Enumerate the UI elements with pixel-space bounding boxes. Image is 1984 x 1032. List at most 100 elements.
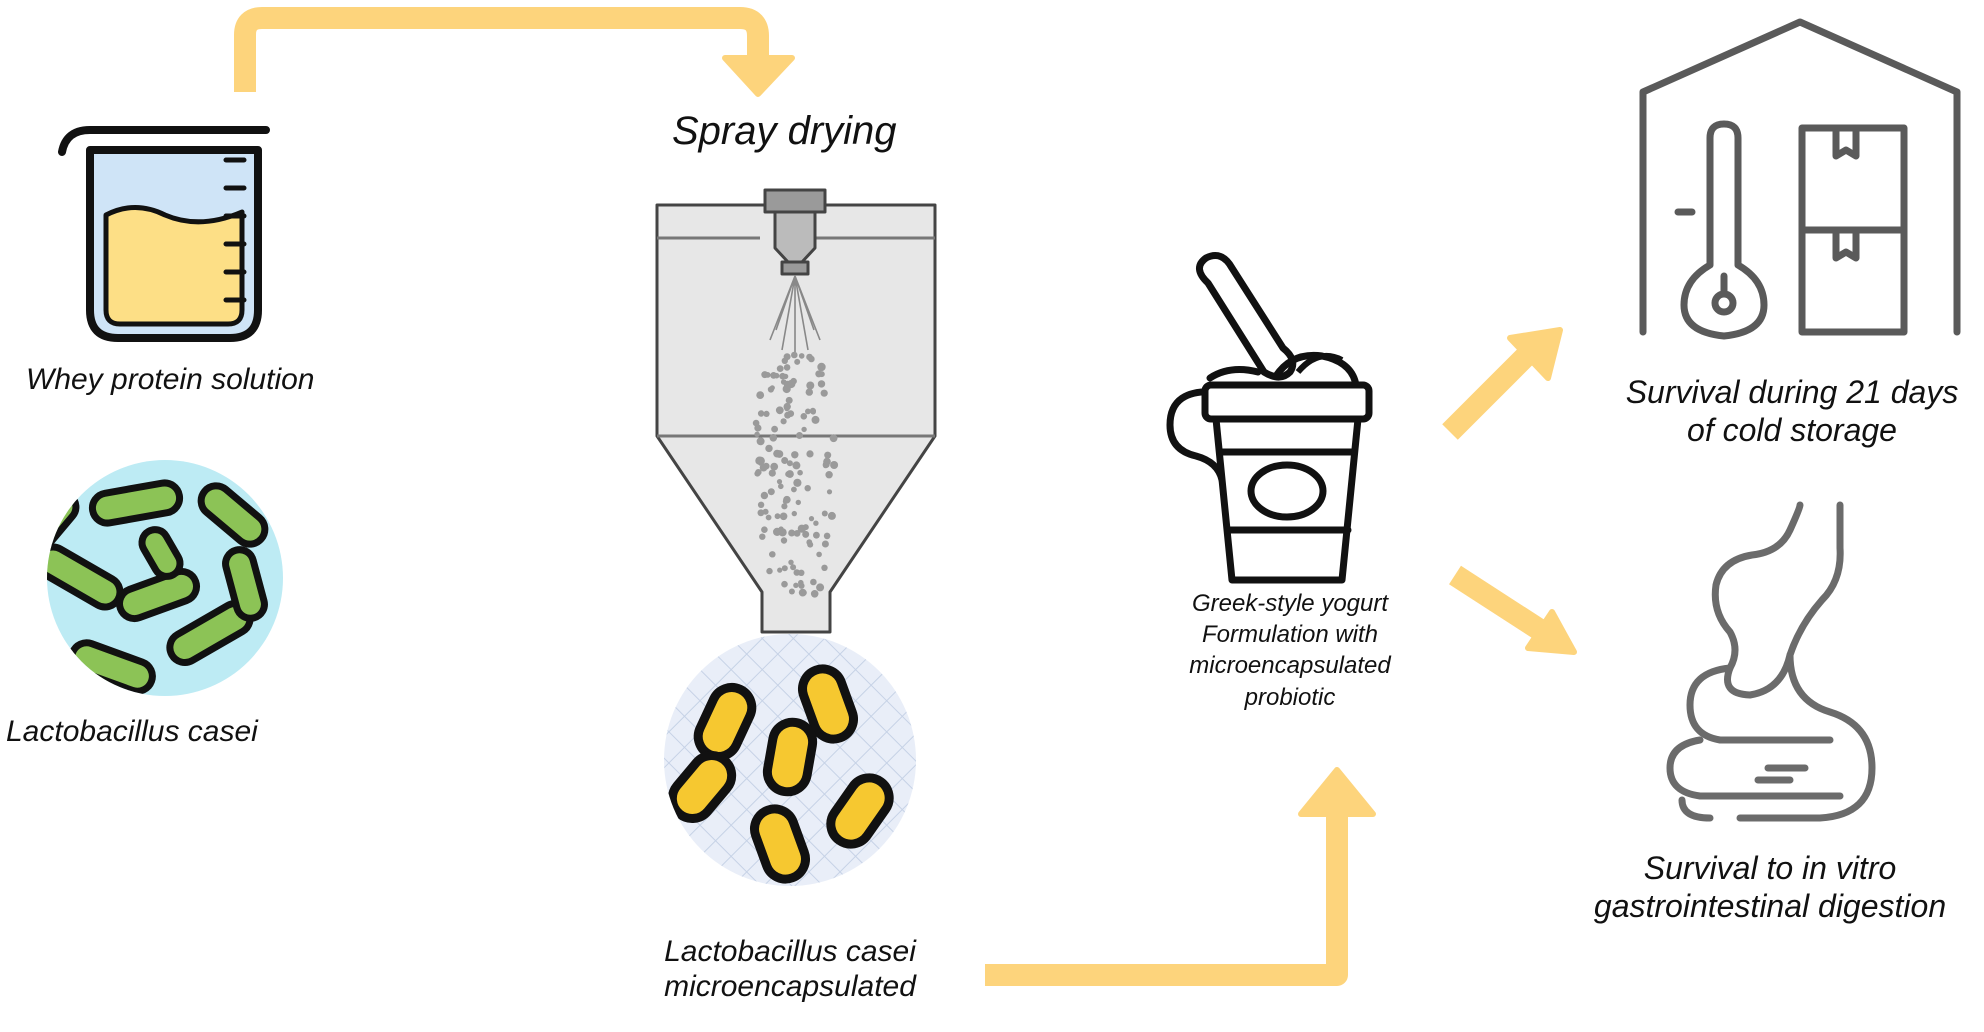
- digestion-label-line2: gastrointestinal digestion: [1593, 887, 1947, 924]
- powder-particle: [771, 425, 778, 433]
- powder-particle: [777, 567, 783, 573]
- spray-jets: [769, 275, 821, 352]
- powder-particle: [754, 431, 760, 437]
- powder-particle: [821, 510, 828, 517]
- powder-particle: [798, 569, 805, 576]
- powder-particle: [790, 377, 797, 385]
- powder-particle: [788, 559, 794, 565]
- yogurt-scoop-outline: [1295, 353, 1344, 374]
- powder-particle: [801, 426, 807, 433]
- powder-particle: [778, 526, 784, 532]
- powder-particles: [752, 351, 839, 598]
- powder-particle: [810, 578, 817, 586]
- powder-particle: [785, 396, 793, 404]
- powder-particle: [765, 514, 772, 521]
- powder-particle: [798, 579, 804, 586]
- powder-particle: [775, 406, 784, 415]
- cold-storage-icon: [1639, 18, 1961, 340]
- powder-particle: [783, 364, 791, 371]
- powder-particle: [816, 551, 822, 558]
- powder-particle: [797, 469, 803, 476]
- powder-particle: [781, 565, 788, 572]
- powder-particle: [820, 389, 828, 397]
- powder-particle: [822, 462, 829, 469]
- powder-particle: [782, 498, 789, 505]
- powder-particle: [793, 530, 801, 537]
- powder-particle: [813, 531, 820, 539]
- powder-particle: [756, 437, 765, 446]
- powder-particle: [791, 351, 798, 359]
- powder-particle: [806, 381, 815, 390]
- yogurt-formulation-label: Greek-style yogurt Formulation with micr…: [1150, 588, 1430, 713]
- powder-particle: [768, 469, 776, 477]
- powder-particle: [793, 582, 799, 588]
- powder-particle: [786, 460, 793, 467]
- powder-particle: [802, 530, 810, 538]
- beaker-icon: [58, 126, 270, 342]
- microencapsulated-label-line2: microencapsulated: [664, 970, 916, 1004]
- yogurt-label-line4: probiotic: [1244, 683, 1336, 711]
- powder-particle: [784, 405, 790, 412]
- powder-particle: [788, 588, 795, 595]
- whey-protein-label: Whey protein solution: [26, 363, 315, 396]
- powder-particle: [764, 372, 771, 378]
- powder-particle: [817, 380, 826, 388]
- powder-particle: [800, 413, 808, 420]
- powder-particle: [769, 551, 776, 558]
- powder-particle: [801, 589, 807, 596]
- lactobacillus-casei-label: Lactobacillus casei: [6, 715, 258, 748]
- powder-particle: [805, 408, 811, 415]
- powder-particle: [776, 365, 784, 372]
- powder-particle: [811, 415, 820, 424]
- powder-particle: [780, 379, 787, 385]
- powder-particle: [757, 509, 765, 517]
- powder-particle: [794, 358, 801, 365]
- powder-particle: [824, 451, 832, 459]
- powder-particle: [783, 353, 791, 361]
- powder-particle: [765, 444, 773, 453]
- powder-particle: [818, 371, 825, 378]
- powder-particle: [761, 526, 768, 533]
- powder-particle: [788, 529, 796, 537]
- stomach-icon: [1666, 501, 1876, 822]
- powder-particle: [792, 461, 801, 470]
- powder-particle: [778, 483, 784, 490]
- spray-drying-label: Spray drying: [672, 109, 897, 153]
- powder-particle: [756, 391, 765, 399]
- powder-particle: [813, 520, 819, 526]
- powder-particle: [786, 470, 794, 478]
- powder-particle: [759, 533, 766, 540]
- powder-particle: [791, 451, 799, 459]
- powder-particle: [755, 469, 762, 476]
- powder-particle: [823, 532, 831, 540]
- powder-particle: [816, 583, 825, 592]
- powder-particle: [762, 462, 770, 470]
- powder-particle: [784, 411, 791, 419]
- powder-particle: [774, 513, 781, 520]
- powder-particle: [821, 540, 829, 548]
- powder-particle: [760, 491, 769, 500]
- powder-particle: [821, 564, 828, 571]
- yogurt-label-line2: Formulation with: [1201, 621, 1379, 649]
- bacteria-icon: [47, 460, 283, 696]
- microencapsulated-label: Lactobacillus casei microencapsulated: [640, 934, 940, 1005]
- spray-dryer-icon: [655, 188, 937, 634]
- microcapsules-icon: [664, 634, 916, 886]
- powder-particle: [809, 407, 817, 414]
- powder-particle: [757, 410, 765, 417]
- powder-particle: [806, 539, 813, 546]
- powder-particle: [752, 419, 760, 427]
- powder-particle: [762, 508, 769, 515]
- powder-particle: [780, 418, 787, 425]
- powder-particle: [781, 457, 789, 464]
- arrow-capsules-to-yogurt: [985, 767, 1376, 986]
- powder-particle: [766, 567, 773, 575]
- yogurt-label-line1: Greek-style yogurt: [1191, 590, 1389, 617]
- powder-particle: [755, 456, 764, 465]
- yogurt-label-line3: microencapsulated: [1189, 652, 1391, 680]
- powder-particle: [781, 580, 788, 588]
- powder-particle: [827, 511, 836, 520]
- powder-particle: [808, 516, 815, 522]
- powder-particle: [769, 434, 778, 442]
